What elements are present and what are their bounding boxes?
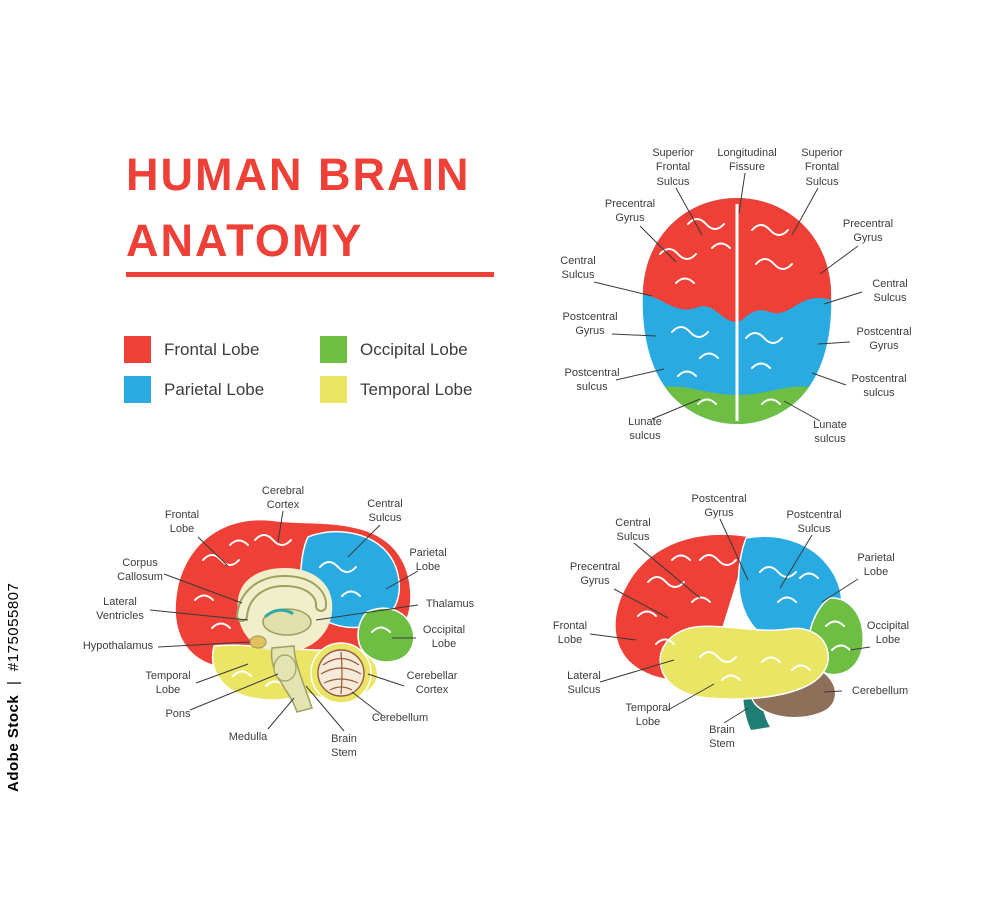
sagittal-label-thalamus: Thalamus <box>425 598 475 610</box>
lateral-label-postcentral-gyrus: Postcentral Gyrus <box>691 493 747 520</box>
top-label-postcentral-sulcus-right: Postcentral sulcus <box>851 373 907 400</box>
page-title: HUMAN BRAIN ANATOMY <box>126 142 470 274</box>
top-label-lunate-sulcus-left: Lunate sulcus <box>628 416 662 443</box>
corpus-callosum-fill <box>238 576 325 620</box>
thalamus-shape <box>262 608 312 636</box>
legend-item-temporal: Temporal Lobe <box>320 376 516 403</box>
top-label-postcentral-gyrus-left: Postcentral Gyrus <box>562 311 618 338</box>
top-label-superior-frontal-sulcus-right: Superior Frontal Sulcus <box>801 147 843 188</box>
top-label-precentral-gyrus-left: Precentral Gyrus <box>604 198 656 225</box>
occipital-lobe-swatch <box>320 336 347 363</box>
temporal-lobe-label: Temporal Lobe <box>360 379 473 399</box>
frontal-lobe-swatch <box>124 336 151 363</box>
title-underline <box>126 272 494 277</box>
sagittal-label-temporal-lobe: Temporal Lobe <box>145 670 191 697</box>
sagittal-label-medulla: Medulla <box>228 731 268 743</box>
top-label-postcentral-gyrus-right: Postcentral Gyrus <box>856 326 912 353</box>
sagittal-label-parietal-lobe: Parietal Lobe <box>409 547 447 574</box>
lateral-label-central-sulcus: Central Sulcus <box>615 517 651 544</box>
sagittal-label-occipital-lobe: Occipital Lobe <box>422 624 466 651</box>
pons-shape <box>273 654 297 682</box>
page-title-line1: HUMAN BRAIN <box>126 149 471 200</box>
sagittal-label-brain-stem: Brain Stem <box>331 733 357 760</box>
legend: Frontal Lobe Occipital Lobe Parietal Lob… <box>124 336 516 403</box>
legend-item-occipital: Occipital Lobe <box>320 336 516 363</box>
parietal-lobe-swatch <box>124 376 151 403</box>
lateral-brain <box>615 534 864 730</box>
lateral-label-occipital-lobe: Occipital Lobe <box>866 620 910 647</box>
occipital-lobe-label: Occipital Lobe <box>360 339 468 359</box>
hypothalamus-shape <box>249 635 267 649</box>
top-label-superior-frontal-sulcus-left: Superior Frontal Sulcus <box>652 147 694 188</box>
top-label-central-sulcus-right: Central Sulcus <box>872 278 908 305</box>
parietal-lobe-label: Parietal Lobe <box>164 379 265 399</box>
lateral-temporal-lobe <box>659 625 829 700</box>
sagittal-label-frontal-lobe: Frontal Lobe <box>164 509 200 536</box>
lateral-label-frontal-lobe: Frontal Lobe <box>552 620 588 647</box>
sagittal-label-central-sulcus: Central Sulcus <box>367 498 403 525</box>
frontal-lobe-label: Frontal Lobe <box>164 339 260 359</box>
sagittal-label-corpus-callosum: Corpus Callosum <box>117 557 163 584</box>
legend-item-parietal: Parietal Lobe <box>124 376 320 403</box>
sagittal-label-hypothalamus: Hypothalamus <box>82 640 154 652</box>
temporal-lobe-swatch <box>320 376 347 403</box>
sagittal-label-pons: Pons <box>165 708 191 720</box>
top-view-brain <box>642 198 832 424</box>
lateral-label-postcentral-sulcus: Postcentral Sulcus <box>786 509 842 536</box>
top-label-precentral-gyrus-right: Precentral Gyrus <box>842 218 894 245</box>
top-label-postcentral-sulcus-left: Postcentral sulcus <box>564 367 620 394</box>
lateral-label-precentral-gyrus: Precentral Gyrus <box>569 561 621 588</box>
sagittal-label-lateral-ventricles: Lateral Ventricles <box>96 596 144 623</box>
top-label-central-sulcus-left: Central Sulcus <box>560 255 596 282</box>
lateral-label-parietal-lobe: Parietal Lobe <box>857 552 895 579</box>
sagittal-brain <box>175 520 415 713</box>
lateral-label-temporal-lobe: Temporal Lobe <box>625 702 671 729</box>
cerebellum-texture <box>320 651 362 695</box>
legend-item-frontal: Frontal Lobe <box>124 336 320 363</box>
leader-lines <box>149 172 871 732</box>
sagittal-occipital-lobe <box>357 607 415 663</box>
lateral-label-lateral-sulcus: Lateral Sulcus <box>567 670 601 697</box>
sagittal-label-cerebral-cortex: Cerebral Cortex <box>261 485 305 512</box>
sagittal-label-cerebellum: Cerebellum <box>371 712 429 724</box>
sagittal-label-cerebellar-cortex: Cerebellar Cortex <box>406 670 458 697</box>
top-label-longitudinal-fissure: Longitudinal Fissure <box>717 147 777 174</box>
page-title-line2: ANATOMY <box>126 215 364 266</box>
lateral-ventricle-shape <box>264 608 294 618</box>
top-label-lunate-sulcus-right: Lunate sulcus <box>813 419 847 446</box>
lateral-label-brain-stem: Brain Stem <box>709 724 735 751</box>
lateral-label-cerebellum: Cerebellum <box>851 685 909 697</box>
